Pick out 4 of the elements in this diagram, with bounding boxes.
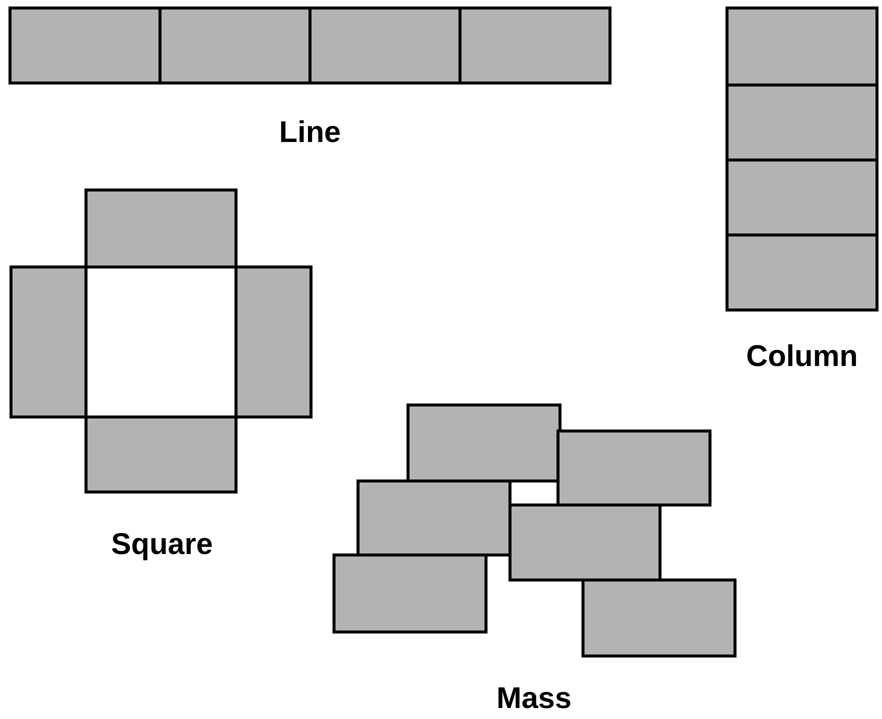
formation-label: Column (746, 342, 858, 372)
formation-label: Square (111, 530, 213, 560)
formation-label: Line (279, 118, 341, 148)
formation-label: Mass (496, 684, 572, 714)
